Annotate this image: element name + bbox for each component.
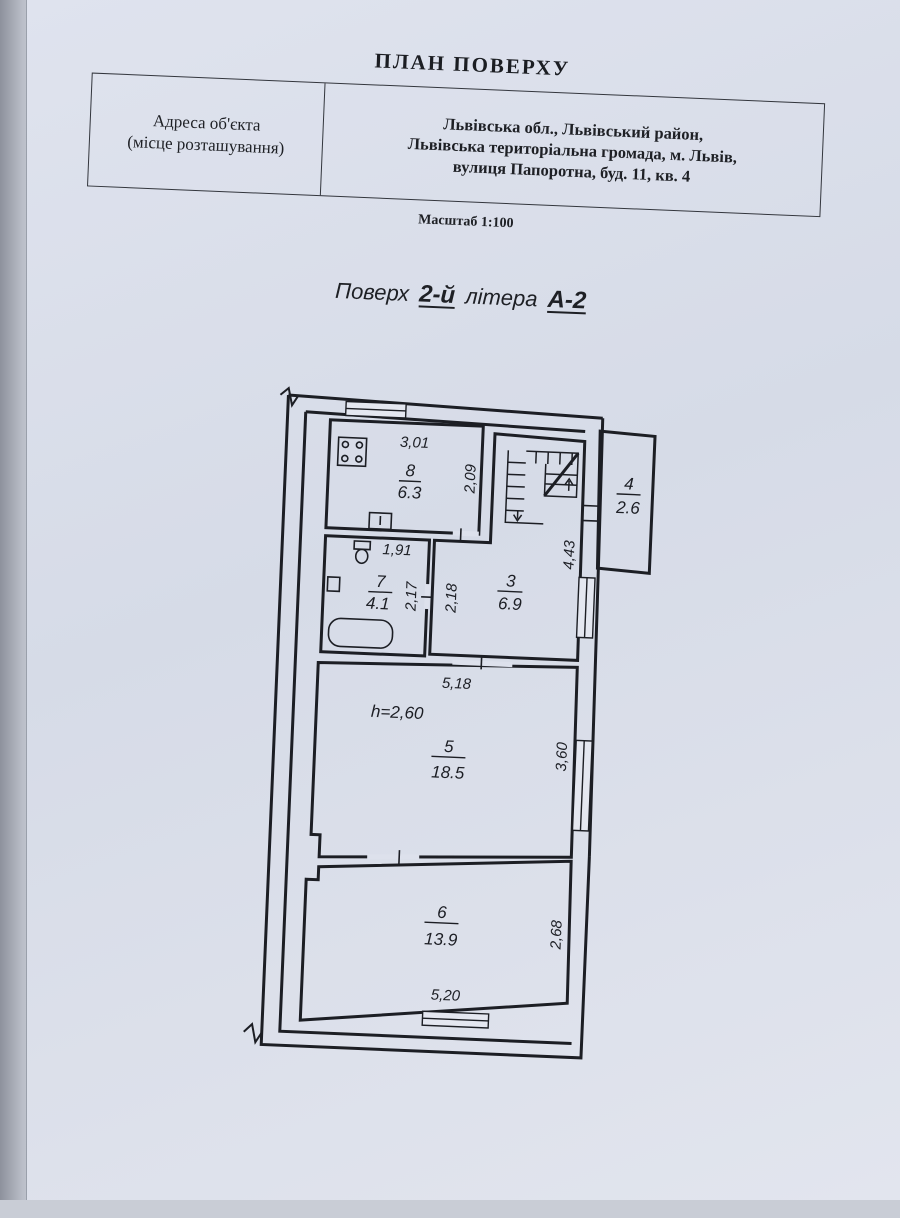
room-7-width: 1,91 — [382, 541, 412, 559]
door-room-6-jamb — [399, 850, 400, 864]
room-5-number: 5 — [444, 737, 455, 756]
room-8-width: 3,01 — [400, 434, 430, 452]
door-room-8-jamb — [461, 528, 462, 540]
door-room-5 — [452, 662, 512, 665]
door-room-6 — [367, 855, 419, 859]
room-5-width: 5,18 — [442, 675, 473, 693]
room-8-number: 8 — [405, 461, 416, 480]
outer-wall-left-outer — [261, 395, 608, 1058]
door-room-5-jamb — [481, 656, 482, 669]
room-7-area: 4.1 — [366, 593, 390, 613]
door-room-7-jamb — [421, 597, 433, 598]
room-3-area: 6.9 — [498, 594, 523, 614]
wash-basin-icon — [327, 577, 340, 591]
ceiling-height: h=2,60 — [371, 702, 425, 723]
room-4-number: 4 — [624, 474, 634, 493]
bathtub-icon — [328, 618, 393, 649]
stove-icon — [338, 437, 367, 466]
break-mark-bottom — [243, 1024, 262, 1043]
room-4-area: 2.6 — [615, 498, 641, 518]
room-6-area: 13.9 — [424, 929, 458, 949]
room-7-length: 2,17 — [402, 581, 420, 613]
staircase — [505, 450, 578, 525]
room-3-width: 2,18 — [442, 582, 460, 614]
room-6-number: 6 — [437, 903, 448, 922]
room-6-length: 2,68 — [547, 919, 565, 951]
door-room-8 — [453, 533, 479, 534]
room-3-number: 3 — [506, 571, 517, 590]
room-8-length: 2,09 — [461, 463, 479, 495]
room-3-length: 4,43 — [560, 539, 578, 570]
room-7-number: 7 — [376, 572, 387, 591]
toilet-icon — [354, 541, 370, 550]
room-5-length: 3,60 — [553, 741, 571, 772]
room-6-width: 5,20 — [430, 987, 461, 1005]
room-8-area: 6.3 — [397, 483, 422, 503]
door-room-4-b — [581, 520, 597, 521]
door-room-4 — [582, 505, 598, 506]
room-5-area: 18.5 — [431, 762, 465, 782]
